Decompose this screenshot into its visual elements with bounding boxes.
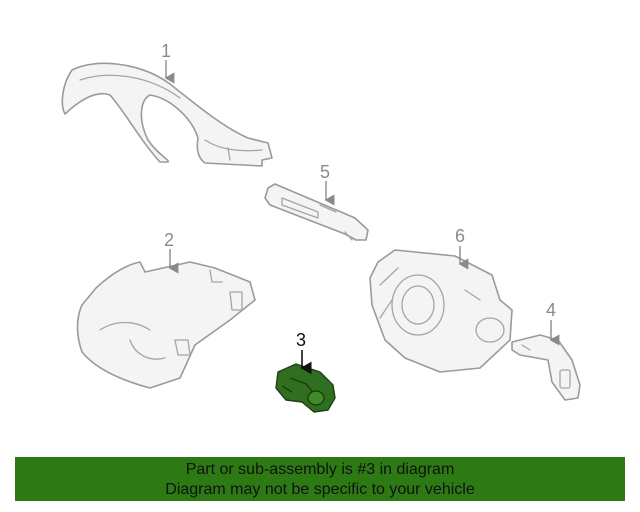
- part-2-lower-shroud[interactable]: [76, 261, 256, 389]
- callout-2: 2: [164, 230, 174, 250]
- callout-3: 3: [296, 330, 306, 350]
- callout-4: 4: [546, 300, 556, 320]
- banner-line-2: Diagram may not be specific to your vehi…: [165, 481, 475, 498]
- info-banner: Part or sub-assembly is #3 in diagram Di…: [15, 457, 625, 501]
- part-1-upper-shroud[interactable]: [61, 62, 273, 167]
- callout-6: 6: [455, 226, 465, 246]
- banner-line-1: Part or sub-assembly is #3 in diagram: [185, 461, 455, 478]
- part-4-switch[interactable]: [511, 334, 581, 401]
- part-5-wiper-switch[interactable]: [264, 183, 369, 241]
- part-3-highlighted[interactable]: [275, 363, 336, 413]
- parts-diagram: 1 5 2 6 4 3: [61, 41, 581, 413]
- callout-5: 5: [320, 162, 330, 182]
- part-6-clockspring[interactable]: [369, 249, 513, 373]
- callout-1: 1: [161, 41, 171, 61]
